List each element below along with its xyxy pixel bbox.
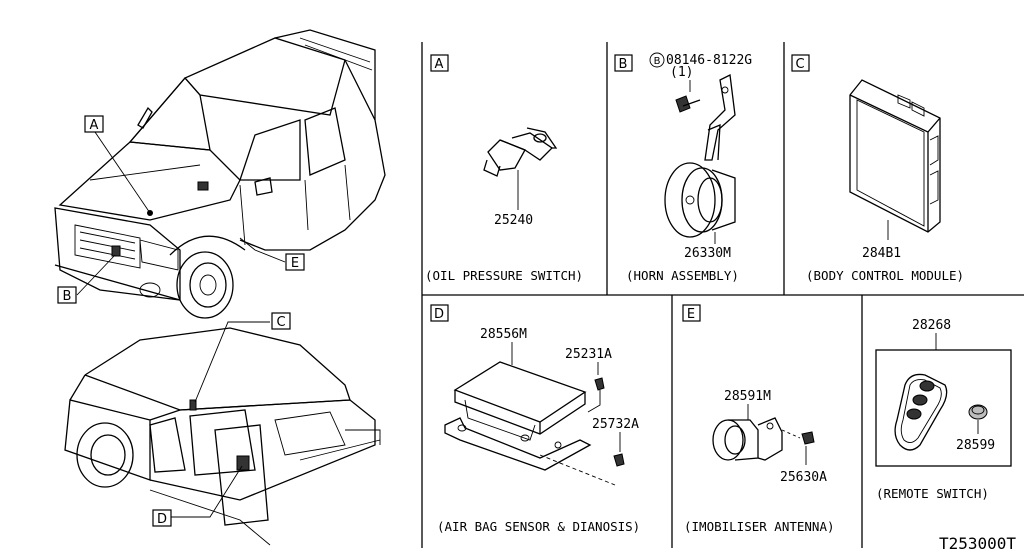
svg-text:E: E [687, 307, 695, 322]
truck-rear-view [64, 327, 381, 546]
callout-c: C [271, 312, 291, 330]
caption-oil-pressure-switch: (OIL PRESSURE SWITCH) [425, 268, 583, 283]
svg-text:B: B [63, 289, 72, 304]
horn-drawing [664, 162, 736, 238]
body-control-module-drawing [849, 79, 941, 233]
caption-body-control-module: (BODY CONTROL MODULE) [806, 268, 964, 283]
horn-bracket-drawing [704, 74, 736, 161]
svg-text:C: C [795, 57, 804, 72]
panel-a: A 25240 (OIL PRESSURE SWITCH) [425, 54, 583, 283]
caption-air-bag-sensor: (AIR BAG SENSOR & DIANOSIS) [437, 519, 640, 534]
svg-text:C: C [276, 315, 285, 330]
svg-text:A: A [90, 118, 99, 133]
callout-d: D [152, 509, 172, 527]
part-number-25231A: 25231A [565, 347, 612, 362]
horn-bolt-drawing [675, 95, 701, 113]
part-number-25240: 25240 [494, 213, 533, 228]
caption-immobiliser-antenna: (IMOBILISER ANTENNA) [684, 519, 835, 534]
oil-pressure-switch-drawing [483, 127, 558, 177]
part-number-28268: 28268 [912, 318, 951, 333]
callout-a: A [84, 115, 104, 133]
panel-grid [421, 42, 1024, 548]
coin-battery-drawing [968, 404, 988, 420]
panel-c: C 284B1 (BODY CONTROL MODULE) [791, 54, 964, 283]
callout-b: B [57, 286, 77, 304]
part-number-25630A: 25630A [780, 470, 827, 485]
part-number-284B1: 284B1 [862, 246, 901, 261]
truck-front-view [54, 29, 386, 319]
svg-text:A: A [435, 57, 444, 72]
remote-key-fob-drawing [894, 373, 948, 451]
leader-d [170, 465, 243, 518]
part-number-08146-8122G: 08146-8122G [666, 53, 752, 68]
svg-text:B: B [619, 57, 628, 72]
panel-e: E 28591M 25630A (IMOBILISER ANTENNA) [682, 304, 835, 534]
panel-d: D 28556M 25231A 25732A (AIR BAG SENSOR &… [430, 304, 640, 534]
panel-f: 28268 28599 (REMOTE SWITCH) [875, 318, 1012, 501]
leader-b [76, 254, 116, 296]
bolt-symbol-circle [649, 52, 665, 68]
air-bag-sensor-drawing [444, 361, 625, 486]
leader-a [94, 131, 151, 214]
svg-text:E: E [291, 256, 299, 271]
callout-e: E [285, 253, 305, 271]
reference-code: T253000T [939, 534, 1016, 553]
svg-text:D: D [434, 307, 444, 322]
svg-text:B: B [654, 56, 661, 67]
part-number-26330M: 26330M [684, 246, 731, 261]
part-number-28599: 28599 [956, 438, 995, 453]
leader-c [194, 321, 270, 403]
immobiliser-antenna-drawing [712, 417, 815, 461]
panel-b: B B 08146-8122G (1) 26330M (HORN ASSEMBL… [614, 52, 752, 283]
part-number-25732A: 25732A [592, 417, 639, 432]
part-number-28591M: 28591M [724, 389, 771, 404]
svg-text:D: D [157, 512, 167, 527]
part-number-28556M: 28556M [480, 327, 527, 342]
caption-horn-assembly: (HORN ASSEMBLY) [626, 268, 739, 283]
leader-e [239, 237, 286, 263]
bolt-quantity: (1) [670, 65, 693, 80]
caption-remote-switch: (REMOTE SWITCH) [876, 486, 989, 501]
